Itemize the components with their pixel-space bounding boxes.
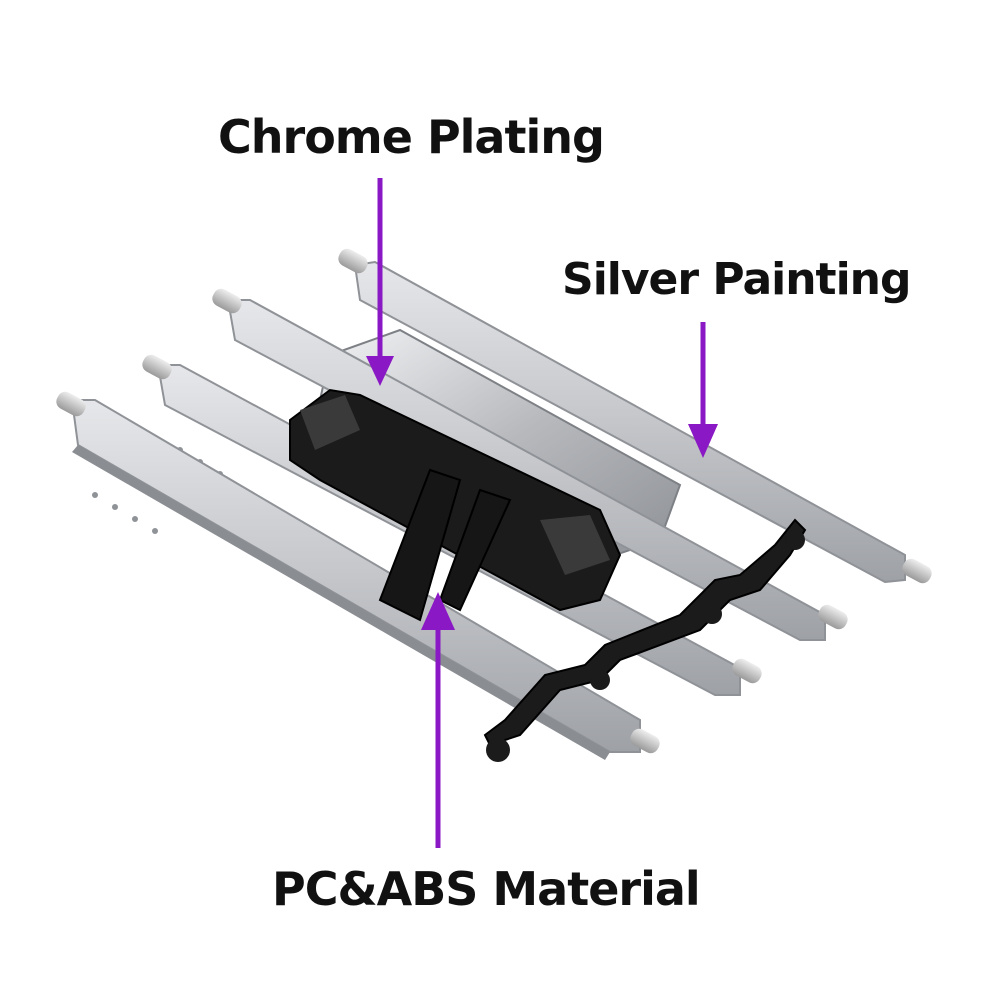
silver-painting-arrow	[688, 322, 718, 458]
pc-abs-material-arrow	[421, 592, 455, 848]
chrome-plating-arrow	[366, 178, 394, 386]
metal-blade-back	[338, 248, 932, 584]
chrome-plating-label: Chrome Plating	[218, 110, 605, 164]
plastic-linkage	[289, 388, 807, 762]
silver-painting-label: Silver Painting	[562, 254, 911, 305]
pc-abs-material-label: PC&ABS Material	[272, 862, 701, 916]
metal-blade-front	[56, 391, 660, 760]
metal-blade-second	[212, 288, 848, 641]
